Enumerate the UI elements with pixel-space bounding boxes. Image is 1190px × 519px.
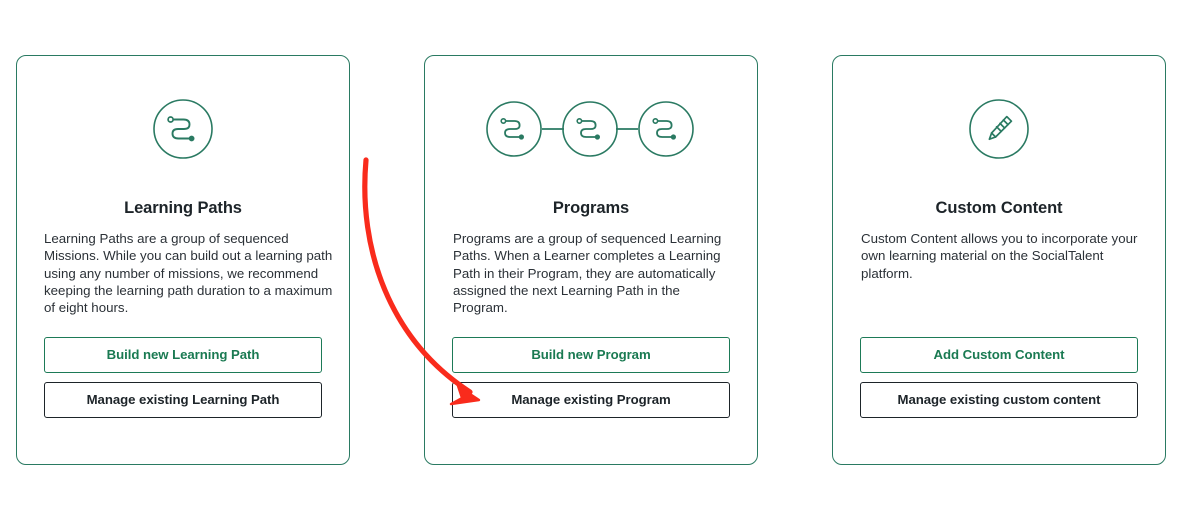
- card-actions: Add Custom Content Manage existing custo…: [860, 337, 1138, 418]
- card-title: Learning Paths: [124, 199, 242, 217]
- learning-paths-icon-wrap: [17, 96, 349, 162]
- card-description: Programs are a group of sequenced Learni…: [453, 231, 722, 316]
- card-title: Programs: [552, 199, 630, 217]
- pencil-circle-icon: [969, 99, 1029, 159]
- add-custom-content-button[interactable]: Add Custom Content: [860, 337, 1138, 373]
- manage-existing-learning-path-button[interactable]: Manage existing Learning Path: [44, 382, 322, 418]
- card-title: Custom Content: [935, 199, 1063, 217]
- card-learning-paths: Learning Paths Learning Paths are a grou…: [16, 55, 350, 465]
- card-description: Custom Content allows you to incorporate…: [861, 231, 1138, 281]
- single-path-node-icon: [153, 99, 213, 159]
- triple-path-node-icon: [486, 101, 694, 157]
- card-programs: Programs Programs are a group of sequenc…: [424, 55, 758, 465]
- card-description: Learning Paths are a group of sequenced …: [44, 231, 333, 316]
- card-actions: Build new Learning Path Manage existing …: [44, 337, 322, 418]
- manage-existing-program-button[interactable]: Manage existing Program: [452, 382, 730, 418]
- card-actions: Build new Program Manage existing Progra…: [452, 337, 730, 418]
- manage-existing-custom-content-button[interactable]: Manage existing custom content: [860, 382, 1138, 418]
- programs-icon-wrap: [425, 96, 757, 162]
- custom-content-icon-wrap: [833, 96, 1165, 162]
- card-custom-content: Custom Content Custom Content allows you…: [832, 55, 1166, 465]
- build-new-program-button[interactable]: Build new Program: [452, 337, 730, 373]
- build-new-learning-path-button[interactable]: Build new Learning Path: [44, 337, 322, 373]
